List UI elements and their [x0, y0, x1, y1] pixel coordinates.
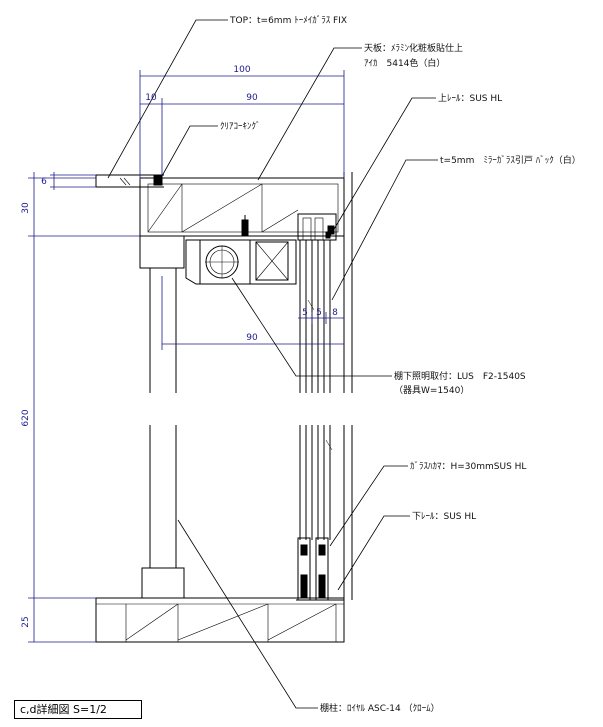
note-lower-rail: 下ﾚｰﾙ：SUS HL: [412, 512, 476, 522]
upper-rail: [297, 213, 337, 241]
note-light-1: 棚下照明取付：LUS F2-1540S: [394, 370, 526, 382]
note-top-board-1: 天板：ﾒﾗﾐﾝ化粧板貼仕上: [364, 42, 463, 54]
right-wall: [343, 172, 353, 600]
dim-top-overall: 100: [233, 65, 250, 75]
shelf-post: [141, 268, 185, 599]
dimension-lines: [28, 70, 345, 643]
dim-top-right: 90: [246, 93, 258, 103]
note-light-2: （器具W=1540）: [394, 385, 469, 396]
dim-left-30: 30: [21, 202, 31, 214]
under-shelf-light: [185, 239, 297, 285]
dim-rail-5a: 5: [302, 308, 308, 318]
mirror-glass-panels: [299, 240, 333, 540]
note-post: 棚柱：ﾛｲﾔﾙ ASC-14 （ｸﾛｰﾑ）: [320, 702, 440, 714]
note-top-board-2: ｱｲｶ 5414色（白）: [364, 57, 445, 69]
note-mirror-glass: t=5mm ﾐﾗｰｶﾞﾗｽ引戸 ﾊﾞｯｸ（白）: [440, 154, 581, 166]
top-board: [139, 177, 345, 269]
dim-top-left: 10: [145, 93, 157, 103]
dim-rail-5b: 5: [316, 308, 322, 318]
note-glass-holder: ｶﾞﾗｽﾊｶﾏ：H=30mmSUS HL: [410, 461, 526, 472]
dim-rail-8: 8: [332, 308, 338, 318]
dim-left-25: 25: [21, 616, 31, 627]
note-upper-rail: 上ﾚｰﾙ：SUS HL: [438, 93, 502, 104]
dim-under-90: 90: [246, 333, 258, 343]
bottom-base: [95, 597, 345, 643]
note-top-glass: TOP：t=6mm ﾄｰﾒｲｶﾞﾗｽ FIX: [229, 15, 347, 26]
glass-holder-lower-rail: [296, 537, 344, 601]
dim-left-620: 620: [21, 409, 31, 426]
dim-left-6: 6: [41, 177, 47, 187]
note-clear-caulk: ｸﾘｱｺｰｷﾝｸﾞ: [220, 121, 261, 132]
leader-lines: [107, 19, 438, 709]
drawing-title: c,d詳細図 S=1/2: [14, 700, 142, 719]
top-glass: [95, 174, 164, 188]
